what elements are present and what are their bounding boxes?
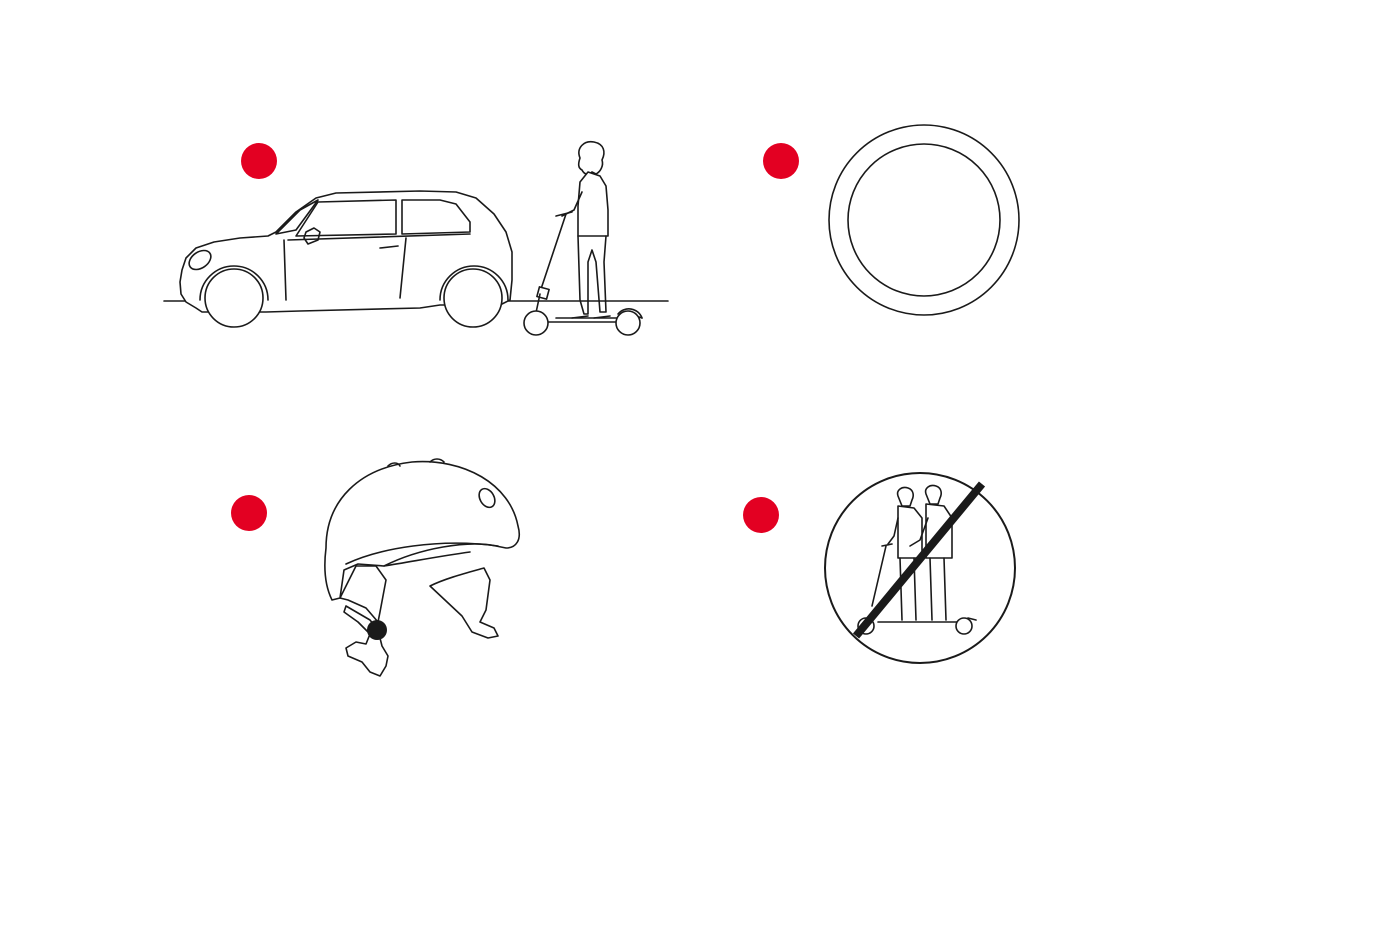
empty-ring-sign-icon bbox=[828, 124, 1020, 316]
red-dot-marker bbox=[231, 495, 267, 531]
panel-empty-circle bbox=[700, 0, 1380, 400]
red-dot-marker bbox=[763, 143, 799, 179]
panel-no-two-riders bbox=[700, 400, 1380, 934]
red-dot-marker bbox=[241, 143, 277, 179]
panel-helmet bbox=[0, 400, 700, 934]
panel-car-spacing bbox=[0, 0, 700, 400]
red-dot-marker bbox=[743, 497, 779, 533]
no-two-riders-prohibition-icon bbox=[824, 472, 1016, 664]
car-and-scooter-rider-icon bbox=[163, 140, 669, 336]
helmet-icon bbox=[324, 458, 521, 677]
